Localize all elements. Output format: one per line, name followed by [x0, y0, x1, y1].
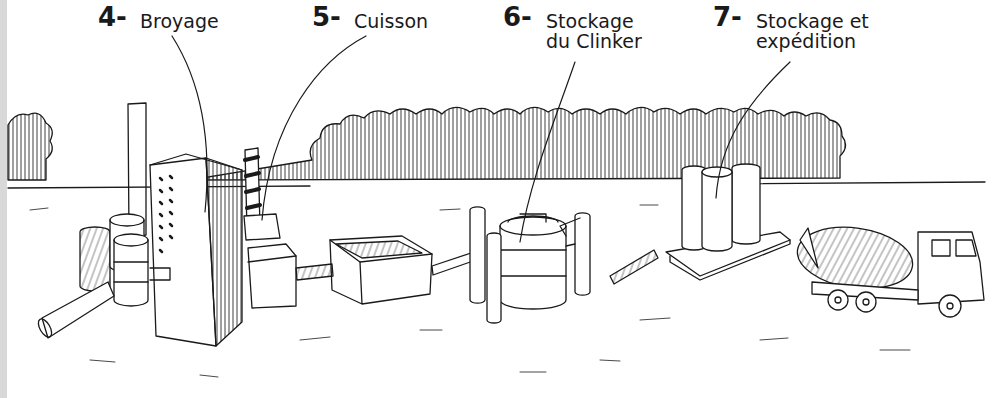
page-edge [0, 0, 7, 398]
tree-left [8, 113, 52, 180]
callout-number: 5- [312, 4, 352, 31]
cooler-box [330, 236, 476, 304]
callout-label: Stockage et expédition [756, 12, 896, 52]
grinding-building [150, 154, 242, 346]
callout-number: 4- [98, 4, 138, 31]
callout-label: Cuisson [354, 12, 454, 32]
callout-number: 6- [503, 4, 543, 31]
clinker-silo [470, 207, 658, 323]
callout-label: Broyage [140, 12, 240, 32]
mixer-truck [793, 220, 984, 317]
tanks [36, 214, 148, 339]
kiln-unit [244, 214, 333, 308]
storage-silos [666, 164, 790, 280]
callout-number: 7- [713, 4, 753, 31]
callout-label: Stockage du Clinker [546, 12, 656, 52]
leader-lines [172, 36, 790, 242]
